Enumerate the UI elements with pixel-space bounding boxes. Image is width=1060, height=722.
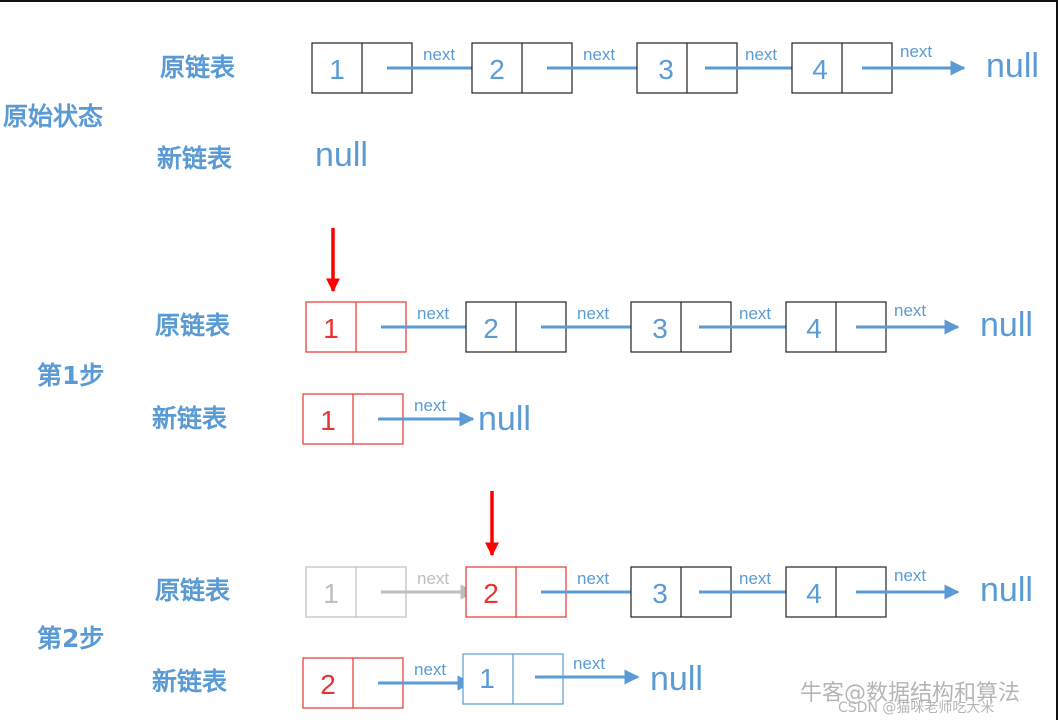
node-value: 1 bbox=[329, 54, 345, 85]
node-value: 1 bbox=[323, 313, 339, 344]
next-label: next bbox=[894, 566, 926, 585]
next-label: next bbox=[414, 396, 446, 415]
node-value: 3 bbox=[652, 313, 668, 344]
node-value: 2 bbox=[483, 313, 499, 344]
watermark-line-2: CSDN @猫咪老师吃大米 bbox=[838, 700, 994, 716]
node-value: 1 bbox=[479, 663, 495, 694]
next-label: next bbox=[745, 45, 777, 64]
watermark-line-1: 牛客@数据结构和算法 bbox=[800, 681, 1020, 706]
node-value: 4 bbox=[806, 578, 822, 609]
next-label: next bbox=[739, 304, 771, 323]
row-label-original-list: 原链表 bbox=[155, 576, 231, 605]
node-value: 2 bbox=[483, 578, 499, 609]
node-value: 4 bbox=[806, 313, 822, 344]
row-label-new-list: 新链表 bbox=[157, 144, 233, 173]
node-value: 1 bbox=[323, 578, 339, 609]
original-list-row: 1 next 2 next 3 next 4 next null bbox=[305, 566, 1033, 618]
new-list-row: 2 next 1 next null bbox=[302, 653, 703, 709]
original-list-row: 1 next 2 next 3 next 4 next null bbox=[305, 301, 1033, 353]
section-title-original-state: 原始状态 bbox=[3, 102, 103, 131]
node-value: 3 bbox=[658, 54, 674, 85]
row-label-original-list: 原链表 bbox=[155, 311, 231, 340]
row-label-new-list: 新链表 bbox=[152, 404, 228, 433]
row-label-new-list: 新链表 bbox=[152, 667, 228, 696]
next-label: next bbox=[417, 569, 449, 588]
next-label: next bbox=[739, 569, 771, 588]
next-label: next bbox=[577, 304, 609, 323]
null-terminator: null bbox=[980, 306, 1033, 344]
node-value: 3 bbox=[652, 578, 668, 609]
next-label: next bbox=[573, 654, 605, 673]
next-label: next bbox=[894, 301, 926, 320]
next-label: next bbox=[577, 569, 609, 588]
next-label: next bbox=[583, 45, 615, 64]
node-value: 2 bbox=[320, 669, 336, 700]
original-list-row: 1 next 2 next 3 next 4 next null bbox=[311, 42, 1039, 94]
node-value: 1 bbox=[320, 405, 336, 436]
null-terminator: null bbox=[478, 400, 531, 438]
null-terminator: null bbox=[980, 571, 1033, 609]
next-label: next bbox=[900, 42, 932, 61]
node-value: 2 bbox=[489, 54, 505, 85]
new-list-row: 1 next null bbox=[302, 393, 531, 445]
null-terminator: null bbox=[315, 136, 368, 174]
next-label: next bbox=[423, 45, 455, 64]
node-value: 4 bbox=[812, 54, 828, 85]
section-title-step-1: 第1步 bbox=[37, 361, 104, 390]
null-terminator: null bbox=[650, 660, 703, 698]
null-terminator: null bbox=[986, 47, 1039, 85]
next-label: next bbox=[417, 304, 449, 323]
next-label: next bbox=[414, 660, 446, 679]
watermark: 牛客@数据结构和算法 CSDN @猫咪老师吃大米 bbox=[800, 681, 1020, 716]
row-label-original-list: 原链表 bbox=[160, 53, 236, 82]
section-title-step-2: 第2步 bbox=[37, 624, 104, 653]
